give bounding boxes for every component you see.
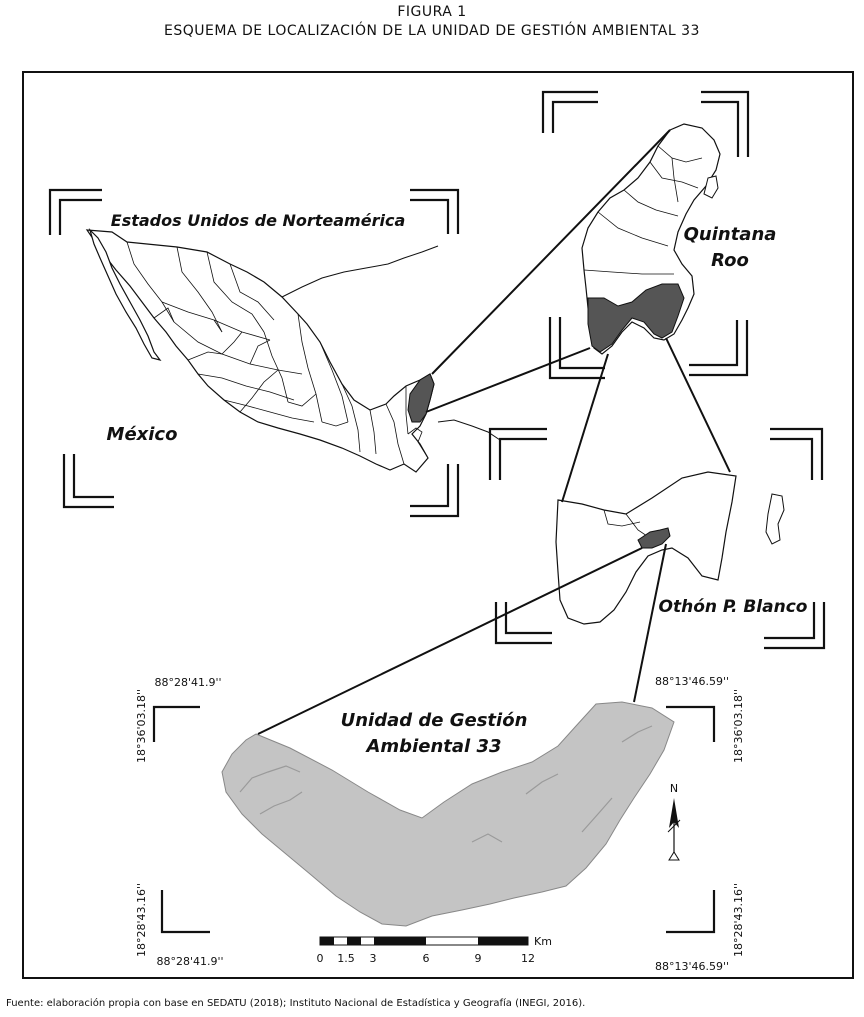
scale-unit: Km bbox=[534, 935, 552, 948]
mexico-state-boundaries bbox=[126, 241, 409, 465]
scale-segment-7 bbox=[478, 937, 528, 945]
scale-segment-1 bbox=[320, 937, 334, 945]
belize-cay-outline bbox=[765, 493, 785, 545]
cuba-outline bbox=[437, 419, 501, 441]
connector-opb-to-uga-right bbox=[633, 543, 667, 703]
coord-bottom-right-lat: 18°28'43.16'' bbox=[732, 883, 745, 957]
coord-top-left-lon: 88°28'41.9'' bbox=[154, 676, 221, 689]
north-arrow: N bbox=[667, 782, 681, 861]
coord-top-left-lat: 18°36'03.18'' bbox=[135, 689, 148, 763]
coord-bottom-left-lon: 88°28'41.9'' bbox=[156, 955, 223, 968]
uga-panel-brackets bbox=[152, 705, 716, 934]
mexico-outline bbox=[85, 229, 435, 473]
uga-33-outline bbox=[221, 701, 675, 927]
scale-tick-9: 9 bbox=[475, 952, 482, 965]
north-arrow-icon bbox=[669, 798, 679, 828]
mexico-map bbox=[85, 227, 501, 473]
scale-segment-3 bbox=[347, 937, 361, 945]
uga-33-highlight bbox=[637, 527, 671, 549]
coord-bottom-right-lon: 88°13'46.59'' bbox=[655, 960, 729, 973]
othon-panel-brackets bbox=[488, 427, 826, 650]
uga-33-relief-texture bbox=[239, 725, 653, 843]
mexico-panel-brackets bbox=[48, 188, 460, 518]
location-map: Estados Unidos de Norteamérica México Qu… bbox=[48, 90, 826, 973]
label-mexico: México bbox=[107, 424, 178, 445]
othon-p-blanco-map bbox=[555, 471, 785, 625]
baja-california-outline bbox=[88, 227, 162, 361]
scale-tick-1-5: 1.5 bbox=[337, 952, 355, 965]
scale-tick-3: 3 bbox=[370, 952, 377, 965]
north-arrow-label: N bbox=[670, 782, 678, 795]
figure-number: FIGURA 1 bbox=[397, 4, 467, 20]
othon-p-blanco-highlight bbox=[587, 283, 685, 353]
scale-segment-5 bbox=[374, 937, 426, 945]
guatemala-belize-border bbox=[407, 427, 429, 459]
connector-qroo-to-opb-left bbox=[561, 353, 609, 503]
coord-top-right-lon: 88°13'46.59'' bbox=[655, 675, 729, 688]
quintana-roo-panel-brackets bbox=[541, 90, 750, 380]
mexico-quintana-roo-highlight bbox=[407, 373, 435, 423]
scale-tick-6: 6 bbox=[423, 952, 430, 965]
cozumel-island bbox=[703, 175, 719, 199]
quintana-roo-outline bbox=[581, 123, 721, 355]
quintana-roo-municipal-boundaries bbox=[583, 145, 703, 275]
connector-mexico-to-qroo-bottom bbox=[425, 347, 591, 413]
source-note: Fuente: elaboración propia con base en S… bbox=[6, 998, 586, 1009]
connector-mexico-to-qroo-top bbox=[431, 129, 671, 375]
label-quintana-roo-line1: Quintana bbox=[684, 224, 777, 245]
figure-title: ESQUEMA DE LOCALIZACIÓN DE LA UNIDAD DE … bbox=[164, 23, 700, 39]
coord-bottom-left-lat: 18°28'43.16'' bbox=[135, 883, 148, 957]
quintana-roo-map bbox=[581, 123, 721, 355]
gulf-coast-usa-outline bbox=[281, 245, 439, 298]
label-uga-line2: Ambiental 33 bbox=[365, 736, 502, 757]
uga-33-relief bbox=[221, 701, 675, 927]
connector-lines bbox=[257, 129, 731, 735]
scale-tick-0: 0 bbox=[317, 952, 324, 965]
connector-qroo-to-opb-right bbox=[665, 337, 731, 473]
map-frame: Estados Unidos de Norteamérica México Qu… bbox=[22, 71, 854, 979]
label-othon-p-blanco: Othón P. Blanco bbox=[659, 597, 808, 617]
scale-bar: Km 0 1.5 3 6 9 12 bbox=[317, 935, 552, 965]
scale-tick-12: 12 bbox=[521, 952, 535, 965]
label-usa: Estados Unidos de Norteamérica bbox=[111, 211, 405, 230]
label-uga-line1: Unidad de Gestión bbox=[341, 710, 528, 731]
coord-top-right-lat: 18°36'03.18'' bbox=[732, 689, 745, 763]
connector-opb-to-uga-left bbox=[257, 547, 643, 735]
label-quintana-roo-line2: Roo bbox=[711, 250, 749, 271]
